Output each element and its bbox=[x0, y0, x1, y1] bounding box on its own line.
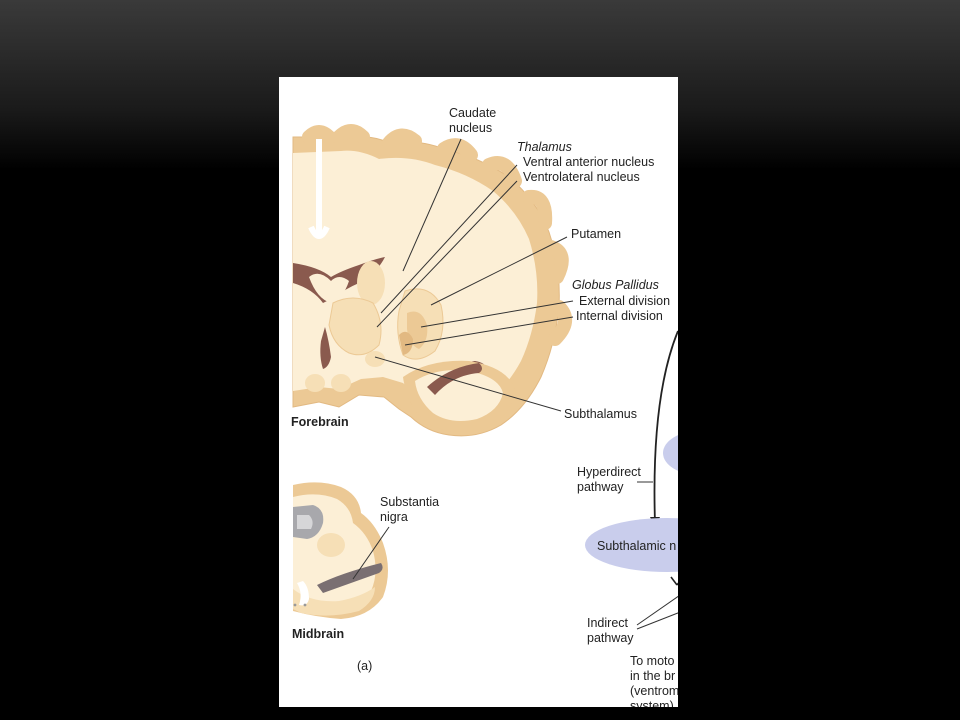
forebrain-section bbox=[292, 124, 572, 437]
subthalamus-shape bbox=[365, 351, 385, 367]
label-caudate-1: Caudate bbox=[449, 106, 496, 120]
partial-node-top bbox=[663, 435, 678, 471]
midbrain-dot-1 bbox=[293, 603, 297, 607]
label-thalamus: Thalamus bbox=[517, 140, 572, 154]
pathway-diagram: Hyperdirect pathway Subthalamic n Indire… bbox=[577, 330, 678, 707]
label-internal-division: Internal division bbox=[576, 309, 663, 323]
leader-subthalamus bbox=[374, 356, 562, 412]
cerebral-peduncle bbox=[293, 587, 375, 616]
mammillary-body-2 bbox=[331, 374, 351, 392]
leader-indirect-2 bbox=[636, 612, 678, 630]
label-putamen: Putamen bbox=[571, 227, 621, 241]
label-hyperdirect-1: Hyperdirect bbox=[577, 465, 641, 479]
leader-ventral-anterior bbox=[380, 164, 518, 314]
label-external-division: External division bbox=[579, 294, 670, 308]
leader-ventrolateral bbox=[376, 180, 518, 328]
leader-substantia-nigra bbox=[352, 526, 390, 580]
caudate-shape bbox=[357, 261, 385, 305]
label-caudate-2: nucleus bbox=[449, 121, 492, 135]
label-midbrain: Midbrain bbox=[292, 627, 344, 641]
midbrain-section bbox=[293, 482, 388, 619]
thalamus-shape bbox=[328, 297, 382, 356]
hyperdirect-arrow bbox=[653, 330, 678, 524]
label-indirect-1: Indirect bbox=[587, 616, 629, 630]
leader-indirect-1 bbox=[636, 595, 678, 626]
label-globus-pallidus: Globus Pallidus bbox=[572, 278, 659, 292]
basal-ganglia-diagram: Caudate nucleus Thalamus Ventral anterio… bbox=[291, 106, 678, 707]
leader-internal-division bbox=[404, 316, 574, 346]
ventricle-septum bbox=[309, 273, 349, 303]
figure-panel: Caudate nucleus Thalamus Ventral anterio… bbox=[279, 77, 678, 707]
globus-pallidus-internal-shape bbox=[399, 331, 413, 355]
mammillary-body bbox=[305, 374, 325, 392]
midbrain-tectum-inner bbox=[297, 515, 313, 529]
label-to-motor-2: in the br bbox=[630, 669, 675, 683]
substantia-nigra-shape bbox=[317, 563, 383, 593]
temporal-horn-2 bbox=[427, 363, 482, 395]
label-forebrain: Forebrain bbox=[291, 415, 349, 429]
forebrain-leaders bbox=[374, 138, 574, 412]
indirect-arrow-2 bbox=[676, 582, 678, 586]
leader-external-division bbox=[420, 300, 574, 328]
label-panel-tag: (a) bbox=[357, 659, 372, 673]
leader-putamen bbox=[430, 236, 568, 306]
label-ventral-anterior: Ventral anterior nucleus bbox=[523, 155, 654, 169]
label-subthalamic-node: Subthalamic n bbox=[597, 539, 676, 553]
label-to-motor-1: To moto bbox=[630, 654, 675, 668]
label-to-motor-4: system) bbox=[630, 699, 674, 707]
midbrain-dot-2 bbox=[303, 603, 307, 607]
label-substantia-1: Substantia bbox=[380, 495, 439, 509]
midbrain-notch bbox=[297, 581, 309, 606]
leader-caudate bbox=[402, 138, 462, 272]
red-nucleus bbox=[317, 533, 345, 557]
label-indirect-2: pathway bbox=[587, 631, 634, 645]
label-ventrolateral: Ventrolateral nucleus bbox=[523, 170, 640, 184]
label-hyperdirect-2: pathway bbox=[577, 480, 624, 494]
indirect-arrow-1 bbox=[670, 576, 678, 586]
label-subthalamus: Subthalamus bbox=[564, 407, 637, 421]
label-substantia-2: nigra bbox=[380, 510, 408, 524]
forebrain-midline-fissure bbox=[308, 139, 330, 239]
subthalamic-nucleus-node bbox=[585, 518, 678, 572]
third-ventricle bbox=[320, 327, 331, 369]
label-to-motor-3: (ventrom bbox=[630, 684, 678, 698]
